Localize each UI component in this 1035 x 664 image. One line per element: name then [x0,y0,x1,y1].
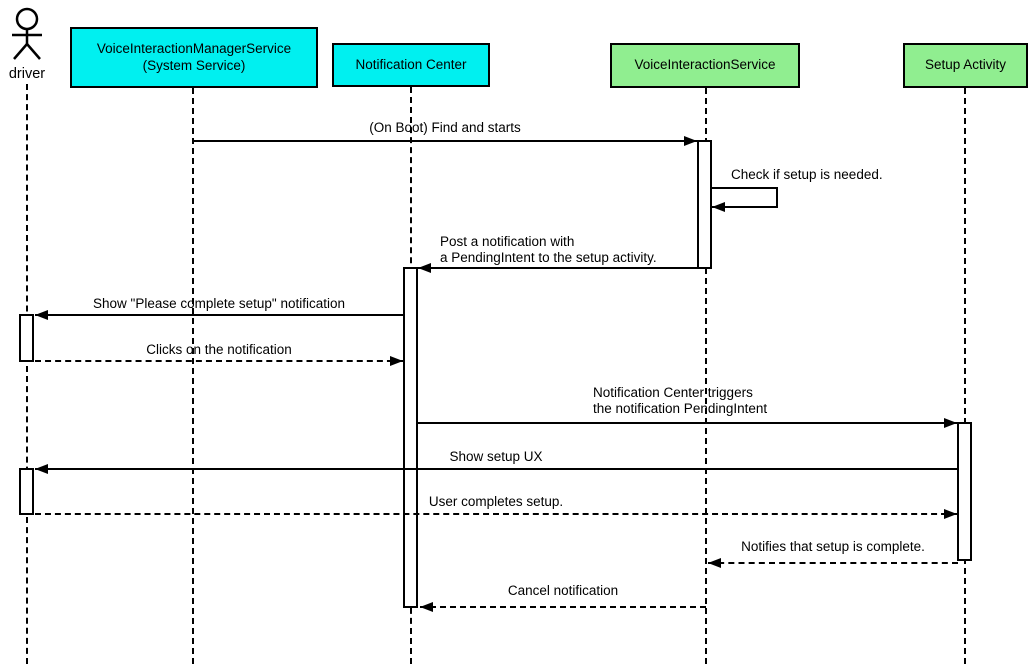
message-10-line [420,606,706,608]
message-2-label: Check if setup is needed. [731,167,883,182]
message-2-self-loop [712,187,778,208]
activation-bar-notification-center [403,267,418,608]
participant-box-voice-interaction-manager-service: VoiceInteractionManagerService (System S… [70,27,318,88]
message-1-label: (On Boot) Find and starts [369,120,521,135]
participant-box-voice-interaction-service: VoiceInteractionService [610,43,800,88]
message-3-line [418,267,697,269]
activation-bar-driver-2 [19,468,34,515]
participant-sublabel: (System Service) [142,57,246,73]
lifeline-driver [26,84,28,664]
actor-driver-label: driver [8,66,46,82]
lifeline-voice-interaction-service [705,88,707,664]
activation-bar-voice-interaction-service [697,140,712,269]
message-10-label: Cancel notification [507,583,619,598]
arrowhead-left-icon [418,263,431,273]
message-4-line [35,314,403,316]
arrowhead-left-icon [35,464,48,474]
message-9-line [708,562,958,564]
message-7-line [35,468,957,470]
message-9-label: Notifies that setup is complete. [741,539,925,554]
message-6-line [418,422,957,424]
arrowhead-right-icon [390,356,403,366]
participant-box-notification-center: Notification Center [332,43,490,87]
message-4-label: Show "Please complete setup" notificatio… [93,296,345,311]
lifeline-setup-activity [964,88,966,664]
message-5-label: Clicks on the notification [146,342,292,357]
arrowhead-right-icon [684,136,697,146]
participant-box-setup-activity: Setup Activity [903,43,1028,88]
participant-label: Setup Activity [924,57,1007,73]
activation-bar-driver-1 [19,314,34,362]
activation-bar-setup-activity [957,422,972,561]
message-5-line [35,360,403,362]
actor-icon [12,7,42,60]
arrowhead-left-icon [708,558,721,568]
message-8-label: User completes setup. [428,494,564,509]
arrowhead-right-icon [944,418,957,428]
message-7-label: Show setup UX [449,449,543,464]
participant-label: VoiceInteractionService [634,57,776,73]
arrowhead-right-icon [944,509,957,519]
message-6-label: Notification Center triggers the notific… [593,385,768,416]
arrowhead-left-icon [35,310,48,320]
participant-label: VoiceInteractionManagerService [96,40,292,56]
participant-label: Notification Center [355,56,467,72]
message-8-line [35,513,957,515]
arrowhead-left-icon [712,202,725,212]
message-3-label: Post a notification with a PendingIntent… [440,234,657,265]
lifeline-voice-interaction-manager-service [192,88,194,664]
arrowhead-left-icon [420,602,433,612]
message-1-line [193,140,697,142]
